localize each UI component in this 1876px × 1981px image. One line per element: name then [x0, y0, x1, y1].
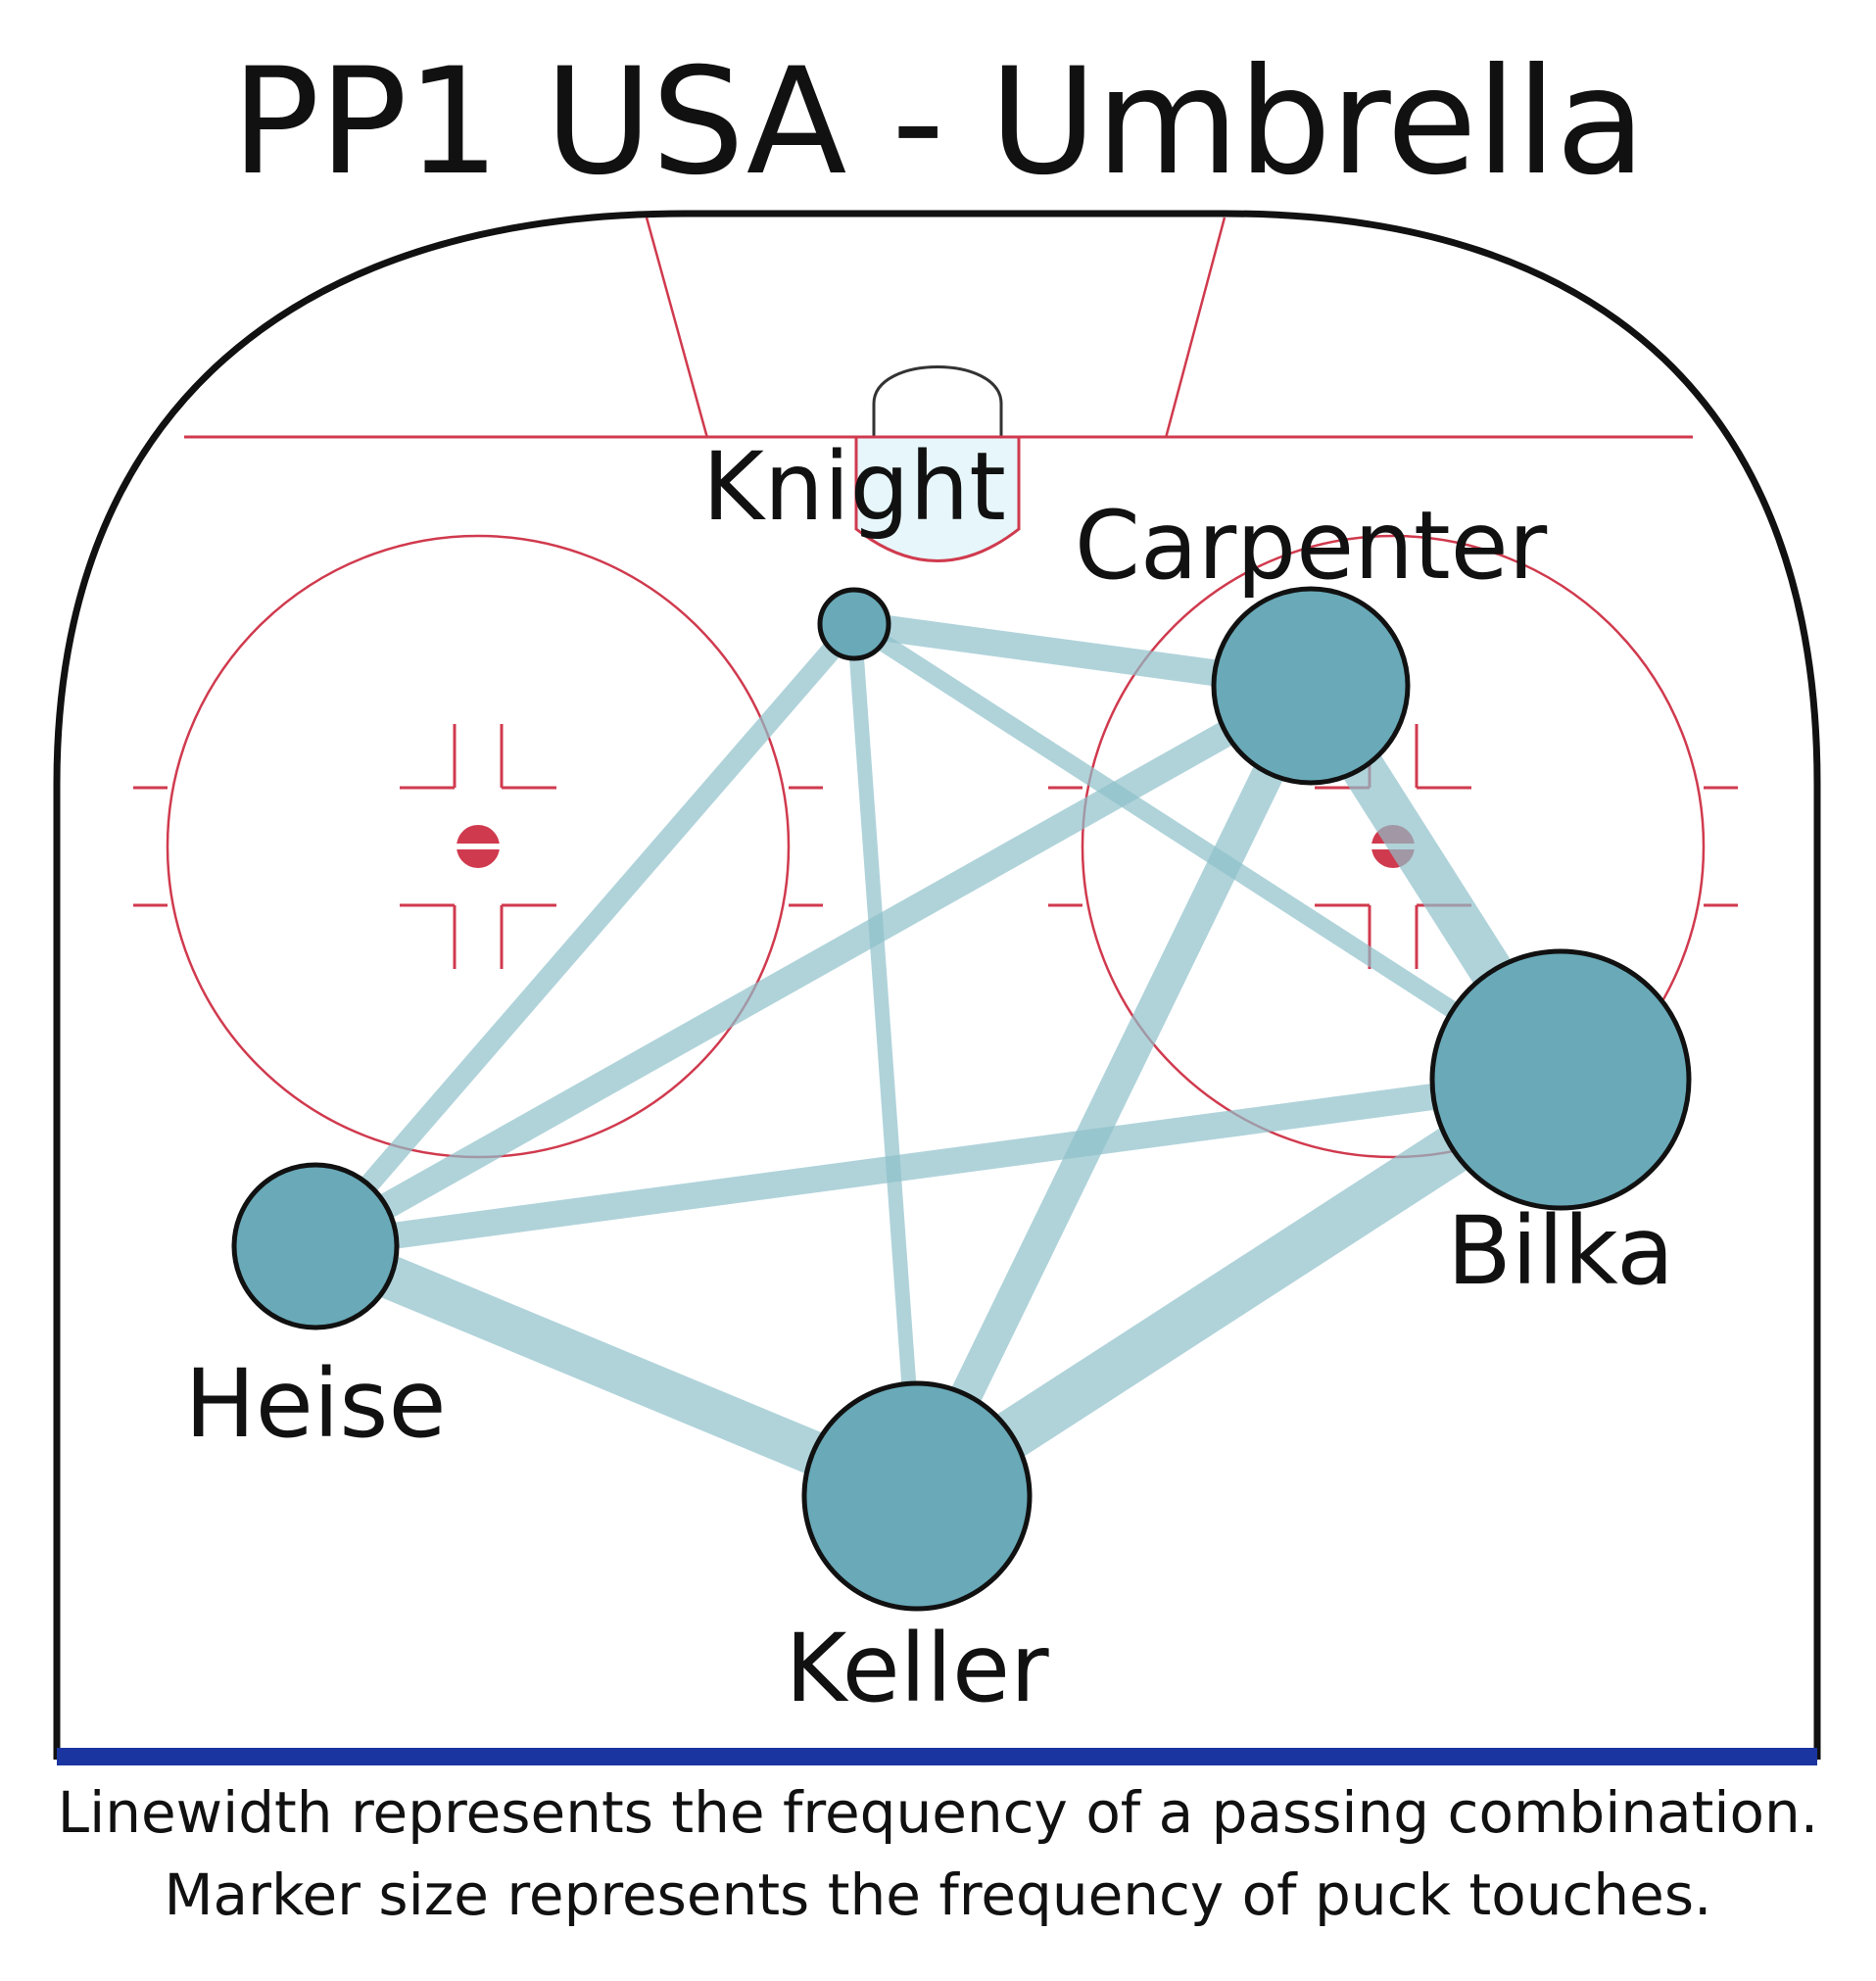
- caption: Linewidth represents the frequency of a …: [0, 1771, 1876, 1936]
- goal-net: [872, 365, 1003, 437]
- player-marker-heise: [231, 1162, 400, 1330]
- diagram-title: PP1 USA - Umbrella: [231, 37, 1646, 208]
- player-marker-knight: [817, 587, 891, 661]
- faceoff-dot-left-band: [457, 844, 500, 849]
- pass-edge-carpenter-keller: [902, 678, 1325, 1504]
- pass-edge-knight-bilka: [849, 616, 1565, 1087]
- player-label-keller: Keller: [785, 1614, 1049, 1723]
- trapezoid-left-line: [645, 217, 709, 439]
- faceoff-hash-marks: [133, 724, 1738, 969]
- pass-edge-knight-heise: [308, 617, 862, 1253]
- player-marker-keller: [801, 1380, 1033, 1612]
- player-marker-carpenter: [1211, 586, 1411, 786]
- blue-line: [57, 1748, 1817, 1765]
- faceoff-circle-right: [1081, 534, 1706, 1159]
- caption-line-2: Marker size represents the frequency of …: [164, 1861, 1712, 1928]
- player-marker-bilka: [1429, 948, 1692, 1211]
- pass-edge-knight-keller: [846, 623, 925, 1497]
- pass-edge-carpenter-heise: [309, 674, 1318, 1258]
- rink-boards: [53, 210, 1821, 1760]
- pass-edge-heise-bilka: [313, 1066, 1563, 1260]
- player-nodes: [231, 586, 1692, 1612]
- player-label-heise: Heise: [185, 1349, 447, 1459]
- goal-crease: [854, 435, 1021, 562]
- player-label-knight: Knight: [702, 432, 1006, 542]
- player-label-carpenter: Carpenter: [1075, 491, 1548, 601]
- player-label-bilka: Bilka: [1447, 1196, 1674, 1306]
- trapezoid-right-line: [1164, 217, 1227, 439]
- caption-line-1: Linewidth represents the frequency of a …: [57, 1779, 1819, 1846]
